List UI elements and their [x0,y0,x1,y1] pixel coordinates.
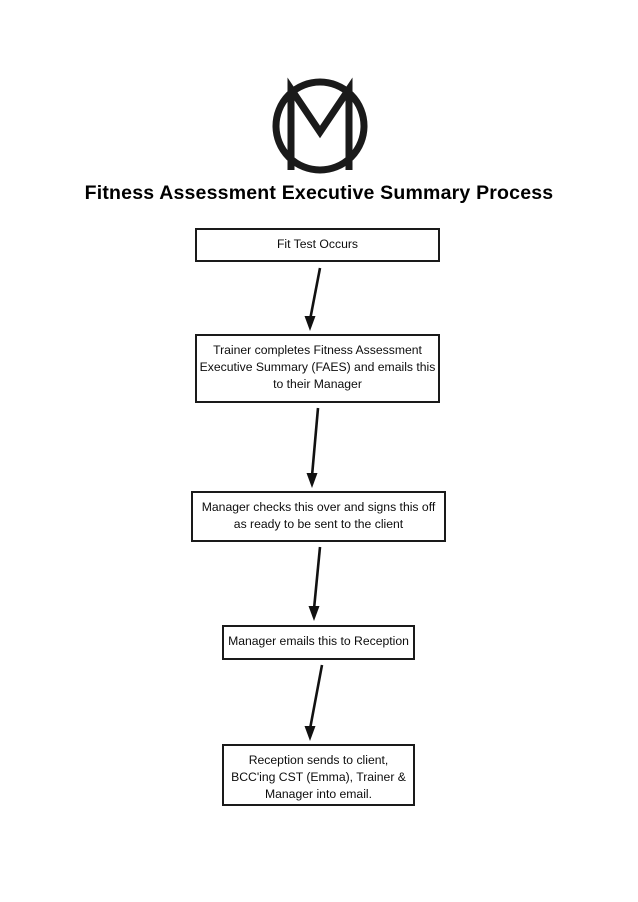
flow-arrow-3 [308,546,322,621]
flow-node-label: Manager checks this over and signs this … [201,500,436,531]
flow-arrow-1 [304,267,322,331]
page-title: Fitness Assessment Executive Summary Pro… [84,182,554,204]
flow-node-label: Reception sends to client, BCC'ing CST (… [231,753,406,801]
flow-node-trainer-completes-faes: Trainer completes Fitness Assessment Exe… [195,334,440,403]
flow-node-label: Fit Test Occurs [276,237,359,251]
flow-arrow-4 [304,664,324,741]
flow-node-manager-checks-and-signs: Manager checks this over and signs this … [191,491,446,542]
flow-node-label: Manager emails this to Reception [228,634,409,648]
circled-m-logo [268,76,372,176]
flow-arrow-2 [306,407,320,488]
flow-node-fit-test: Fit Test Occurs [195,228,440,262]
circled-m-logo-svg [272,77,368,174]
flow-node-manager-emails-reception: Manager emails this to Reception [222,625,415,660]
flow-node-label: Trainer completes Fitness Assessment Exe… [199,343,436,391]
flow-node-reception-sends-to-client: Reception sends to client, BCC'ing CST (… [222,744,415,806]
